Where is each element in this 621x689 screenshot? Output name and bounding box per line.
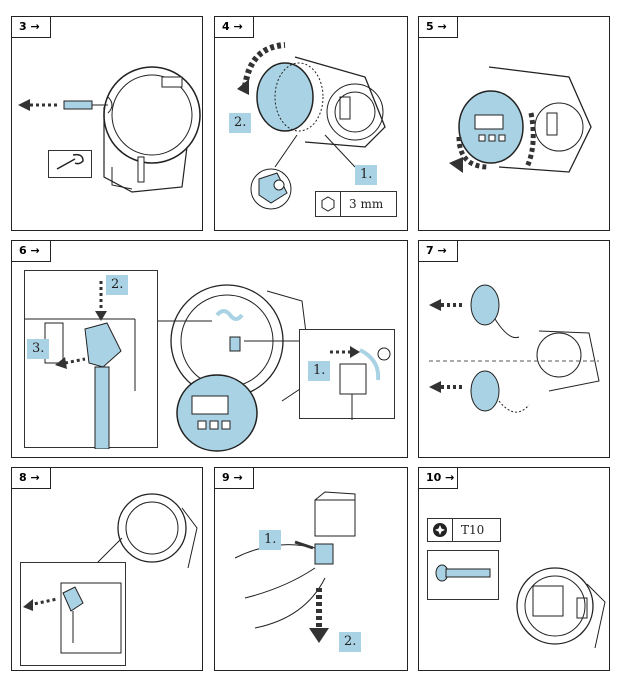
step-6-callout-2: 2. [106, 275, 129, 295]
step-6-callout-1: 1. [308, 361, 331, 381]
step-5-illustration [449, 66, 592, 173]
step-4-number: 4 → [214, 16, 254, 38]
step-4-callout-2: 2. [229, 113, 252, 133]
step-9-callout-1: 1. [259, 530, 282, 550]
step-7-illustration [429, 284, 600, 413]
torx-icon [428, 519, 453, 541]
screw-icon [435, 564, 491, 582]
arrow-left-icon [18, 99, 60, 111]
step-10-illustration [516, 567, 606, 649]
step-5-panel: 5 → [418, 16, 610, 231]
step-4-panel: 4 → 2. 1. 3 mm [214, 16, 408, 231]
step-10-number: 10 → [418, 467, 458, 489]
step-7-number: 7 → [418, 240, 458, 262]
wrench-icon [48, 150, 92, 178]
step-9-callout-2: 2. [339, 632, 362, 652]
step-4-callout-1: 1. [355, 165, 378, 185]
step-7-panel: 7 → [418, 240, 610, 458]
step-10-screw-box [427, 550, 499, 600]
step-6-number: 6 → [11, 240, 51, 262]
step-4-tool-size: 3 mm [349, 197, 384, 211]
step-10-panel: 10 → T10 [418, 467, 610, 671]
step-9-number: 9 → [214, 467, 254, 489]
step-3-illustration [18, 66, 201, 193]
step-4-tool: 3 mm [315, 191, 397, 217]
step-9-panel: 9 → 1. 2. [214, 467, 408, 671]
step-6-callout-3: 3. [27, 339, 50, 359]
hex-key-icon [316, 192, 341, 216]
step-9-illustration [234, 491, 356, 643]
step-8-number: 8 → [11, 467, 51, 489]
step-3-number: 3 → [11, 16, 51, 38]
step-6-detail-connector [24, 270, 158, 449]
step-6-panel: 6 → [11, 240, 408, 458]
step-8-panel: 8 → [11, 467, 203, 671]
step-4-illustration [237, 42, 386, 210]
step-5-number: 5 → [418, 16, 458, 38]
step-8-detail [20, 562, 126, 666]
step-10-tool-size: T10 [461, 523, 485, 537]
step-3-panel: 3 → [11, 16, 203, 231]
step-10-tool: T10 [427, 518, 501, 542]
